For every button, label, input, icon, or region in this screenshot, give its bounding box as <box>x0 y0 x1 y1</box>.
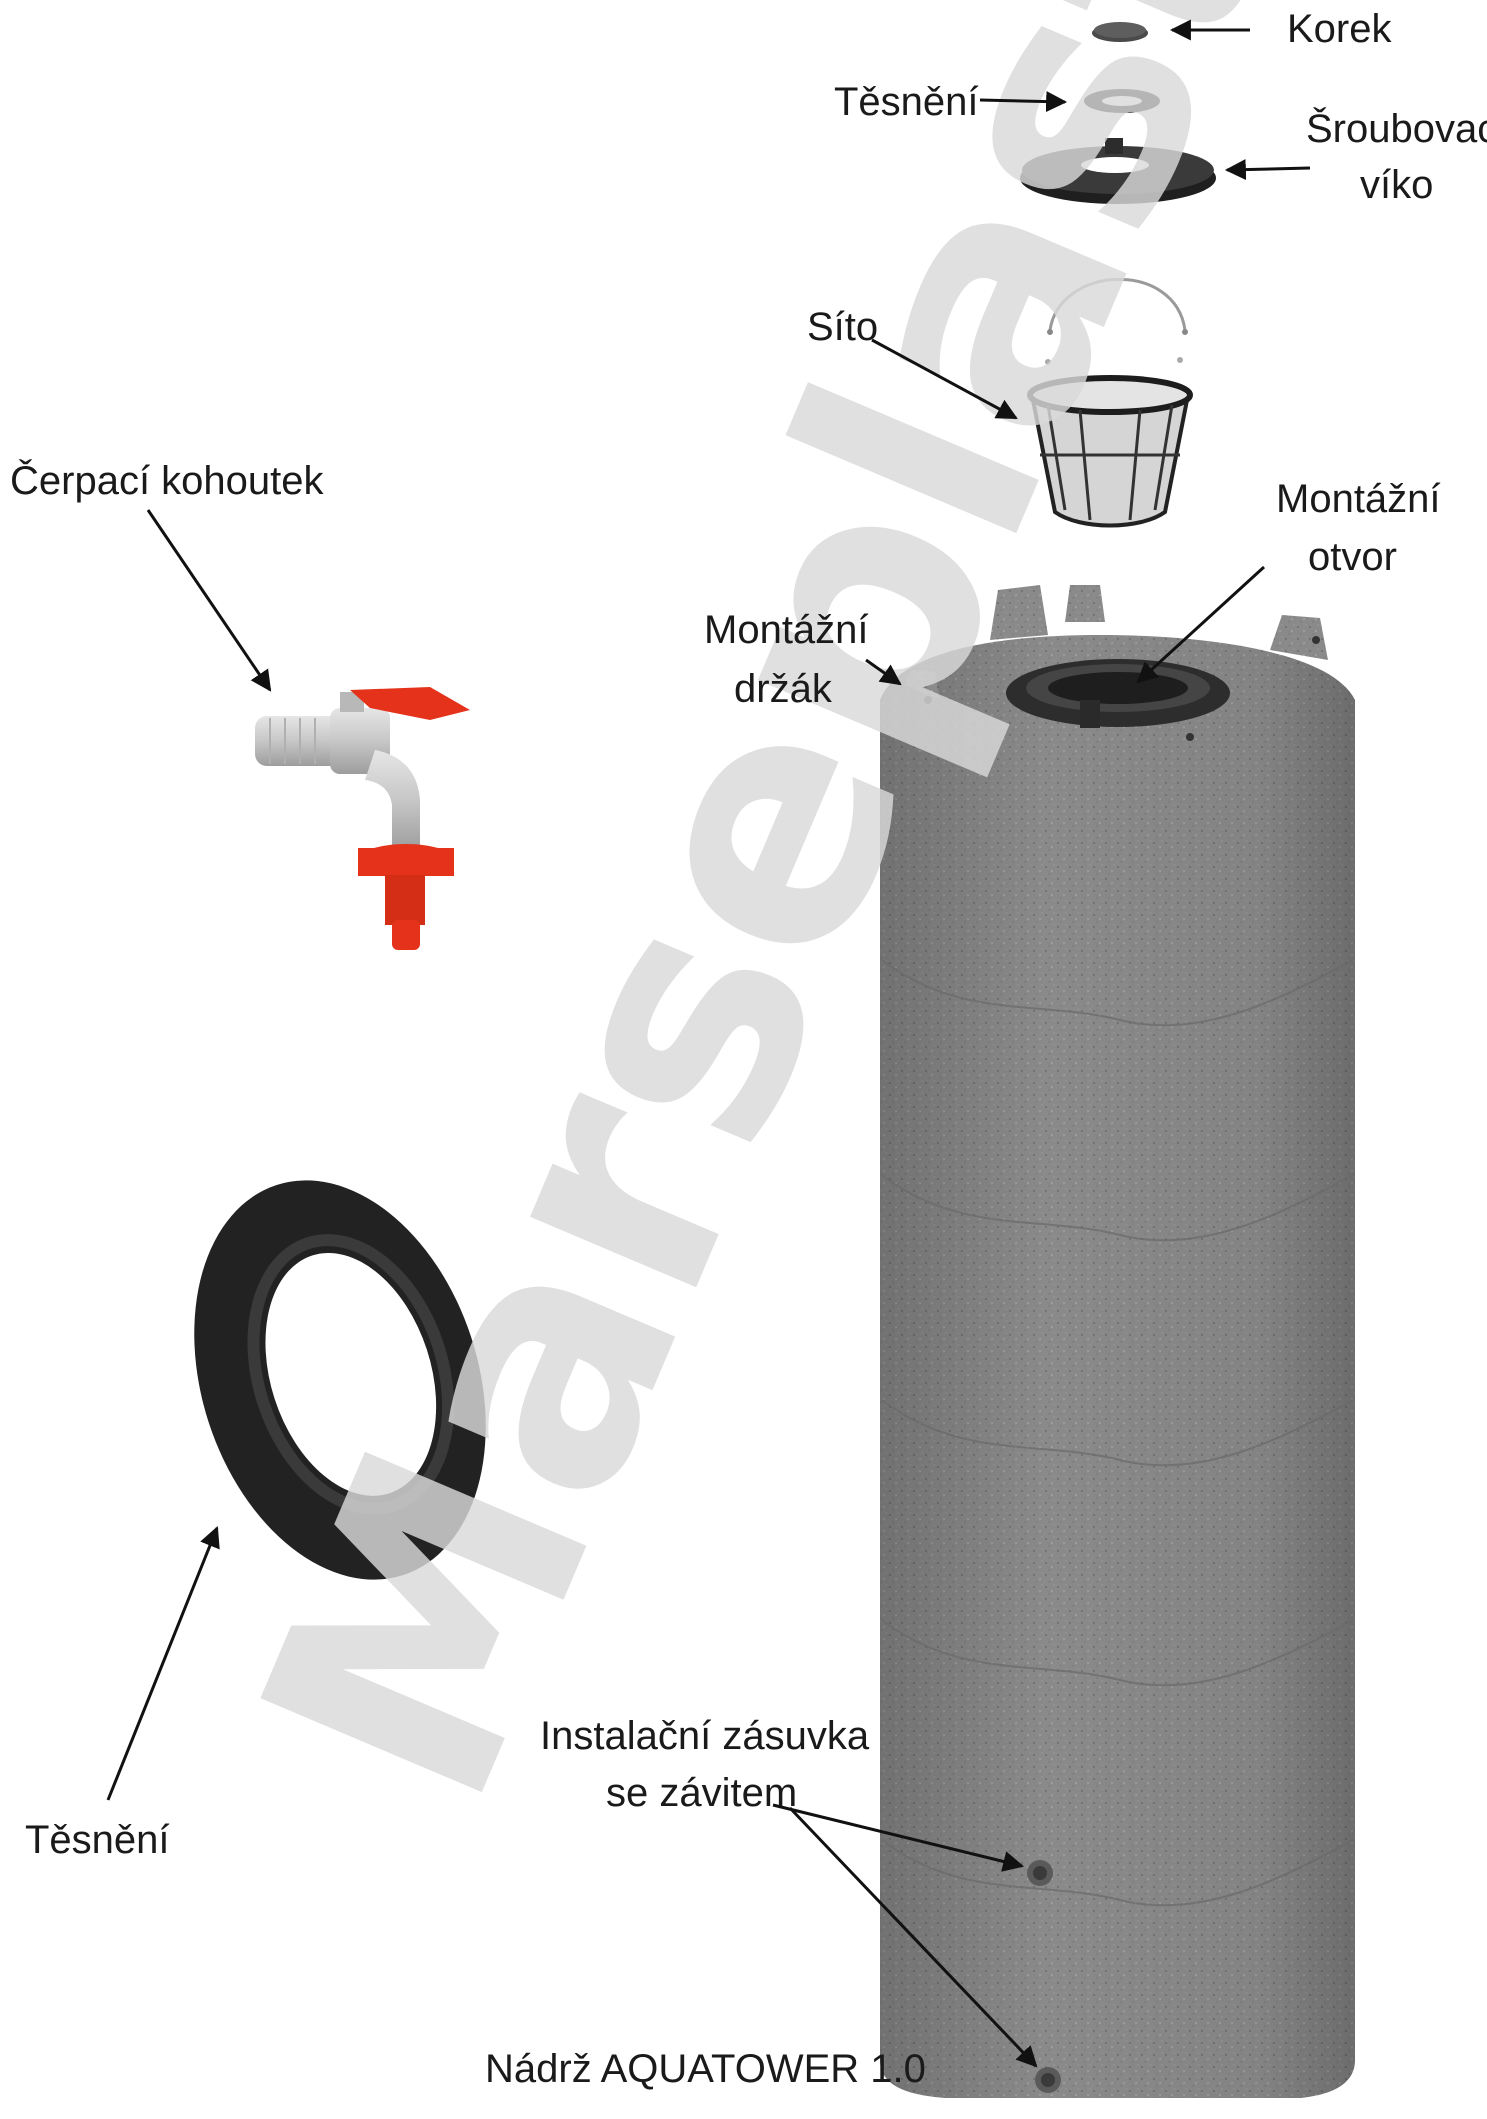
label-montazni-otvor-line2: otvor <box>1308 535 1397 579</box>
cap-plug <box>1092 22 1148 42</box>
arrow-instalacni-lower <box>788 1806 1038 2068</box>
arrow-sito <box>871 338 1018 420</box>
label-sroubovaci-line1: Šroubovací <box>1306 106 1487 151</box>
arrow-cerpaci-kohoutek <box>146 509 272 692</box>
tank-ribs <box>881 959 1354 1907</box>
mounting-brackets <box>905 585 1328 700</box>
labels: Korek Těsnění Šroubovací víko Síto Montá… <box>10 7 1487 2091</box>
draw-off-valve <box>255 687 470 950</box>
label-sito: Síto <box>807 305 878 349</box>
arrow-tesneni-bottom <box>106 1526 220 1801</box>
gasket-large <box>194 1180 486 1580</box>
strainer-basket <box>1027 277 1193 528</box>
threaded-socket-upper <box>1027 1860 1053 1886</box>
label-cerpaci-kohoutek: Čerpací kohoutek <box>10 458 325 503</box>
arrow-sroubovaci-viko <box>1224 159 1311 181</box>
screw-lid <box>1020 138 1216 204</box>
label-tesneni-bottom: Těsnění <box>25 1818 170 1862</box>
label-instalacni-line2: se závitem <box>606 1771 797 1815</box>
leader-arrows <box>106 19 1311 2068</box>
tank-aquatower <box>880 585 1355 2098</box>
label-instalacni-line1: Instalační zásuvka <box>540 1714 870 1758</box>
mounting-opening <box>1006 659 1230 728</box>
label-nadrz: Nádrž AQUATOWER 1.0 <box>485 2047 926 2091</box>
label-korek: Korek <box>1287 7 1392 51</box>
label-montazni-drzak-line1: Montážní <box>704 608 869 652</box>
arrow-montazni-drzak <box>865 658 902 686</box>
arrow-instalacni-upper <box>772 1803 1025 1872</box>
arrow-tesneni-top <box>979 91 1068 113</box>
gasket-top <box>1084 89 1160 113</box>
label-tesneni-top: Těsnění <box>834 80 979 124</box>
label-montazni-drzak-line2: držák <box>734 667 833 711</box>
label-montazni-otvor-line1: Montážní <box>1276 477 1441 521</box>
label-sroubovaci-line2: víko <box>1360 163 1433 207</box>
arrow-montazni-otvor <box>1136 565 1266 684</box>
threaded-socket-lower <box>1035 2067 1061 2093</box>
